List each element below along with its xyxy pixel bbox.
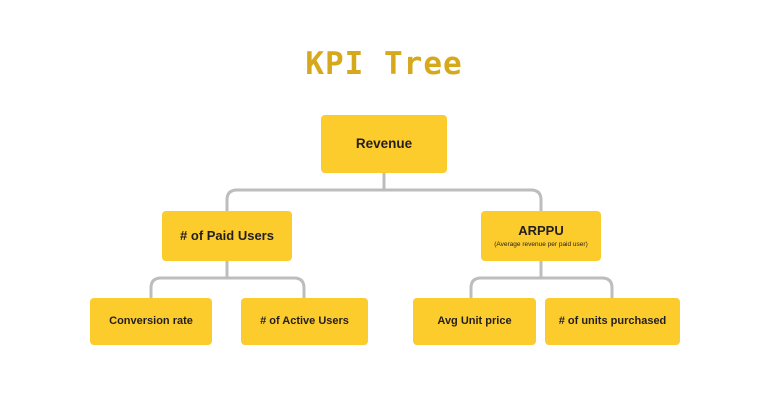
node-active-users-label: # of Active Users: [260, 315, 349, 328]
node-revenue-label: Revenue: [355, 136, 413, 152]
node-avg-unit-price-label: Avg Unit price: [437, 315, 512, 328]
node-arppu[interactable]: ARPPU (Average revenue per paid user): [481, 211, 601, 261]
node-revenue[interactable]: Revenue: [321, 115, 447, 173]
connector-revenue-to-arppu: [382, 187, 543, 213]
node-units-purchased[interactable]: # of units purchased: [545, 298, 680, 345]
node-arppu-label: ARPPU: [518, 222, 564, 238]
node-active-users[interactable]: # of Active Users: [241, 298, 368, 345]
page-title: KPI Tree: [305, 46, 463, 82]
connector-paid-users-to-active-users: [225, 275, 306, 300]
node-units-purchased-label: # of units purchased: [558, 315, 667, 328]
connector-arppu-to-units-purchased: [539, 275, 614, 300]
connector-revenue-to-paid-users: [225, 187, 386, 213]
node-avg-unit-price[interactable]: Avg Unit price: [413, 298, 536, 345]
node-arppu-sublabel: (Average revenue per paid user): [494, 240, 588, 248]
node-paid-users[interactable]: # of Paid Users: [162, 211, 292, 261]
node-paid-users-label: # of Paid Users: [180, 227, 274, 243]
connector-arppu-to-avg-unit-price: [469, 275, 543, 300]
node-conversion-rate[interactable]: Conversion rate: [90, 298, 212, 345]
connector-paid-users-to-conversion-rate: [149, 275, 229, 300]
node-conversion-rate-label: Conversion rate: [109, 315, 193, 328]
